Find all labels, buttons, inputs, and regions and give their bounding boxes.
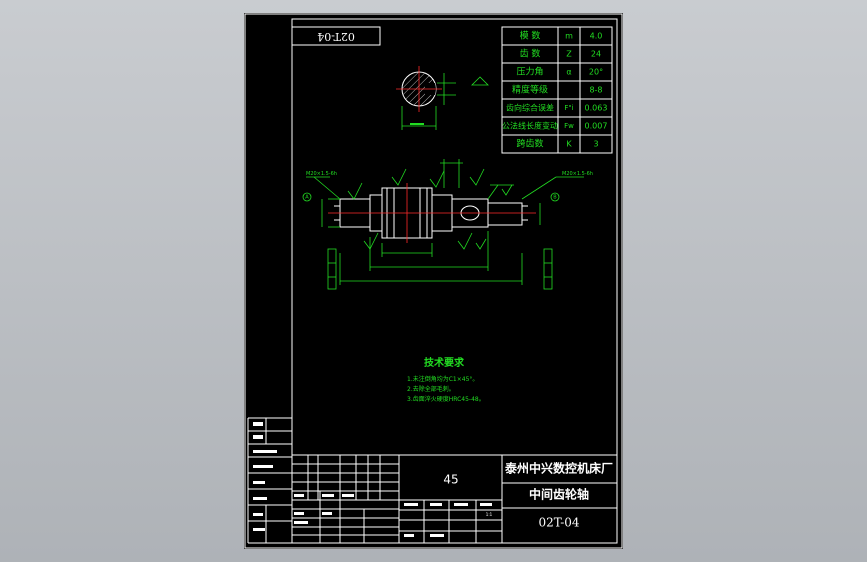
param-value: 24	[591, 50, 601, 59]
tolerance-frame-right	[543, 248, 553, 290]
param-name: 压力角	[516, 66, 543, 78]
tech-line: 2.去除全部毛刺。	[407, 385, 455, 393]
tech-line: 1.未注倒角均为C1×45°。	[407, 375, 478, 383]
shaft-main-view: M20×1.5-6h M20×1.5-6h A B	[302, 159, 593, 290]
param-symbol: F"i	[564, 104, 573, 112]
param-name: 齿 数	[520, 48, 541, 60]
datum-a-label: A	[305, 195, 309, 201]
param-symbol: m	[565, 32, 573, 41]
param-name: 模 数	[520, 30, 541, 42]
tolerance-frame-left	[327, 248, 337, 290]
material: 45	[443, 473, 458, 487]
param-value: 0.063	[585, 104, 608, 113]
param-value: 20°	[589, 68, 603, 77]
thread-callout-left: M20×1.5-6h	[306, 171, 337, 177]
param-name: 公法线长度变动	[502, 121, 558, 131]
param-name: 跨齿数	[516, 138, 543, 150]
drawing-sheet: 02T-04 模 数 m 4.0 齿 数 Z 24 压力角 α 20° 精度等级…	[244, 13, 623, 549]
param-symbol: Fw	[564, 122, 574, 130]
technical-requirements: 技术要求 1.未注倒角均为C1×45°。 2.去除全部毛刺。 3.齿面淬火硬度H…	[407, 356, 485, 403]
param-symbol: Z	[566, 50, 572, 59]
param-value: 4.0	[590, 32, 603, 41]
part-name: 中间齿轮轴	[529, 487, 589, 502]
param-value: 8-8	[589, 86, 602, 95]
section-view	[396, 66, 489, 130]
param-value: 3	[593, 140, 598, 149]
tech-title: 技术要求	[424, 356, 465, 369]
param-value: 0.007	[585, 122, 608, 131]
title-block: 45 1:1 泰州中兴数控机床厂 中间齿轮轴 02T-04	[291, 454, 618, 544]
outer-border	[244, 13, 623, 549]
scale: 1:1	[486, 512, 493, 517]
gear-parameter-table: 模 数 m 4.0 齿 数 Z 24 压力角 α 20° 精度等级 8-8 齿向…	[501, 26, 613, 154]
margin-mark	[253, 422, 263, 426]
param-name: 齿向综合误差	[506, 103, 554, 113]
company-name: 泰州中兴数控机床厂	[504, 461, 613, 476]
tech-line: 3.齿面淬火硬度HRC45-48。	[407, 395, 485, 403]
cad-drawing: 02T-04 模 数 m 4.0 齿 数 Z 24 压力角 α 20° 精度等级…	[244, 13, 623, 549]
flipped-drawing-code: 02T-04	[317, 30, 355, 43]
param-name: 精度等级	[512, 84, 548, 96]
datum-a-circle	[302, 192, 312, 202]
code-box	[291, 26, 381, 46]
thread-callout-right: M20×1.5-6h	[562, 171, 593, 177]
param-symbol: α	[566, 68, 571, 77]
param-symbol: K	[566, 140, 572, 149]
datum-b-label: B	[553, 195, 557, 201]
datum-b-circle	[550, 192, 560, 202]
drawing-number: 02T-04	[538, 516, 579, 530]
